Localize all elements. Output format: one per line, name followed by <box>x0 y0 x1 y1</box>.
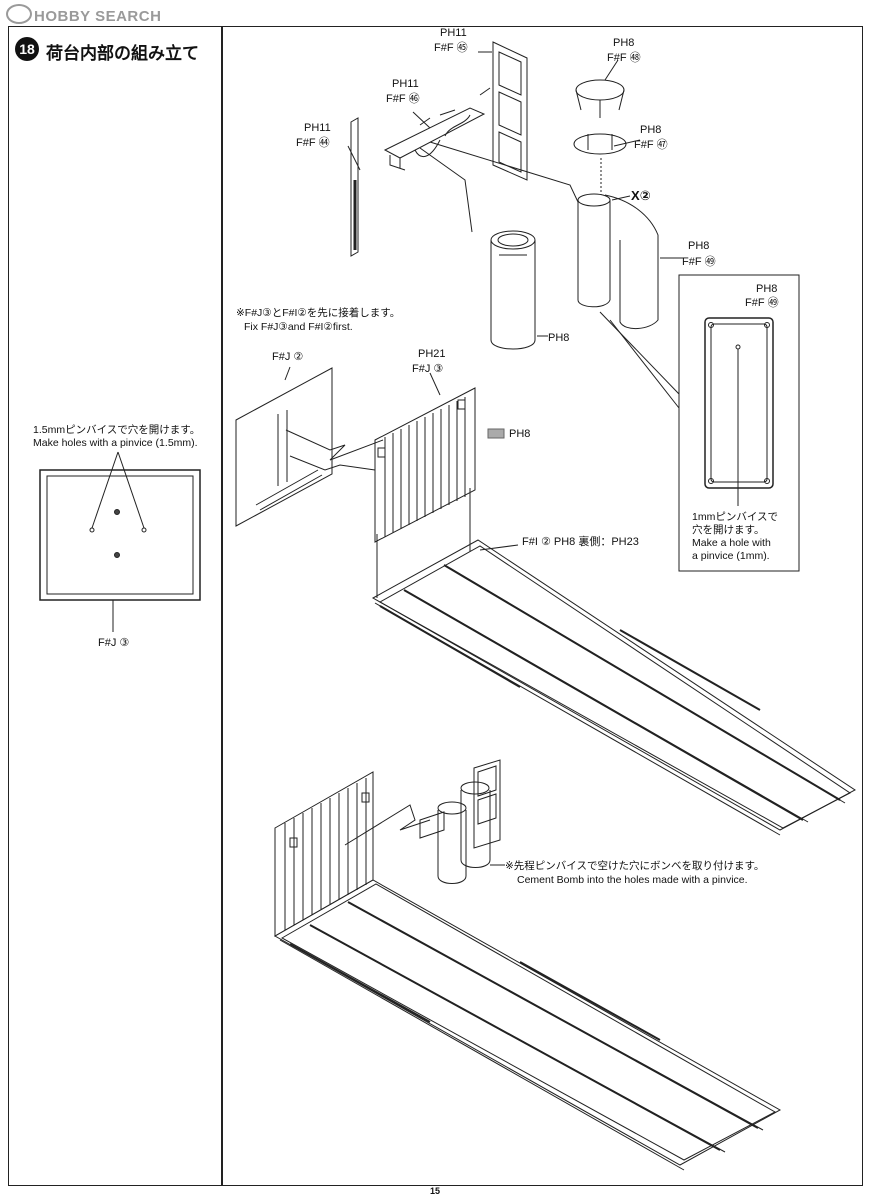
watermark-logo-icon <box>6 4 32 24</box>
label-f46: F#F ㊻ <box>386 93 420 105</box>
bomb-note-jp: ※先程ピンバイスで空けた穴にボンベを取り付けます。 <box>505 860 765 872</box>
floor-upper-drawing <box>371 488 856 836</box>
step-title: 荷台内部の組み立て <box>46 44 199 64</box>
part-cylinder-drawing <box>419 147 548 350</box>
label-fj3: F#J ③ <box>412 363 444 375</box>
label-f45: F#F ㊺ <box>434 42 468 54</box>
label-f44: F#F ㊹ <box>296 137 330 149</box>
left-part-label: F#J ③ <box>98 637 130 649</box>
watermark-text: HOBBY SEARCH <box>34 8 162 25</box>
detail-ph8: PH8 <box>756 283 778 295</box>
part-f44-drawing <box>347 117 361 257</box>
left-note-jp: 1.5mmピンバイスで穴を開けます。 <box>33 424 201 436</box>
part-f46-drawing <box>383 107 486 171</box>
label-f48: F#F ㊽ <box>607 52 641 64</box>
column-divider <box>221 26 223 1186</box>
detail-note-jp-2: 穴を開けます。 <box>692 524 765 536</box>
left-note-en: Make holes with a pinvice (1.5mm). <box>33 437 198 449</box>
watermark: HOBBY SEARCH <box>6 4 161 25</box>
label-x2: X② <box>631 188 651 203</box>
label-ph8-swatch: PH8 <box>509 428 531 440</box>
label-ph11-a: PH11 <box>304 122 331 134</box>
label-f49: F#F ㊾ <box>682 256 716 268</box>
glue-first-note-en: Fix F#J③and F#I②first. <box>244 321 353 333</box>
label-ph21: PH21 <box>418 348 446 360</box>
detail-f49: F#F ㊾ <box>745 297 779 309</box>
label-ph8-c: PH8 <box>688 240 710 252</box>
label-ph11-c: PH11 <box>440 27 467 39</box>
detail-note-en-1: Make a hole with <box>692 537 771 549</box>
bomb-note-en: Cement Bomb into the holes made with a p… <box>517 874 748 886</box>
assembled-view-drawing <box>273 759 782 1171</box>
detail-box-drawing <box>599 274 800 572</box>
part-f48-drawing <box>573 59 641 155</box>
part-fj3-drawing <box>285 372 505 543</box>
label-f47: F#F ㊼ <box>634 139 668 151</box>
label-floor-part: F#I ② PH8 裏側：PH23 <box>522 536 639 548</box>
label-ph8-b: PH8 <box>640 124 662 136</box>
label-fj2: F#J ② <box>272 351 304 363</box>
part-f49-drawing <box>577 158 683 329</box>
label-ph8-cylinder: PH8 <box>548 332 570 344</box>
part-fj2-drawing <box>235 366 333 527</box>
label-ph11-b: PH11 <box>392 78 419 90</box>
part-f45-drawing <box>478 41 528 181</box>
page-number: 15 <box>430 1186 441 1196</box>
label-ph8-a: PH8 <box>613 37 635 49</box>
page-frame <box>8 26 863 1186</box>
glue-first-note-jp: ※F#J③とF#I②を先に接着します。 <box>236 307 401 319</box>
step-number-badge: 18 <box>15 37 39 61</box>
detail-note-jp-1: 1mmピンバイスで <box>692 511 779 523</box>
left-panel-part-drawing <box>39 451 201 632</box>
detail-note-en-2: a pinvice (1mm). <box>692 550 770 562</box>
